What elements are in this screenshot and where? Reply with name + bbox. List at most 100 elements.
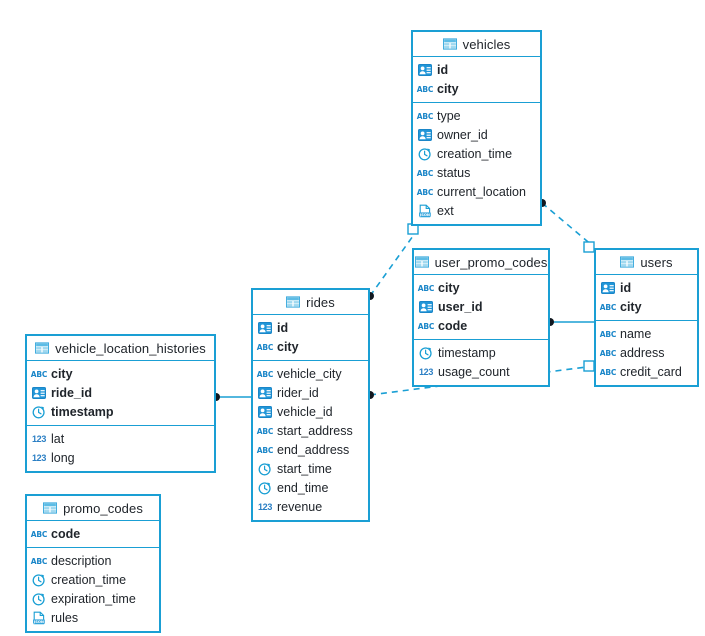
abc-icon: ABC xyxy=(30,529,48,539)
column-row[interactable]: id xyxy=(253,318,368,337)
abc-icon: ABC xyxy=(256,426,274,436)
table-icon xyxy=(286,295,301,309)
column-row[interactable]: creation_time xyxy=(27,570,159,589)
column-name: start_address xyxy=(277,423,353,438)
relationship-vehicle_location_histories-rides xyxy=(212,393,251,401)
table-title-bar[interactable]: rides xyxy=(253,290,368,315)
column-row[interactable]: start_time xyxy=(253,459,368,478)
column-row[interactable]: expiration_time xyxy=(27,589,159,608)
edge-target-square-marker xyxy=(583,360,595,372)
id-card-icon xyxy=(32,386,46,400)
table-title-bar[interactable]: vehicle_location_histories xyxy=(27,336,214,361)
id-card-icon xyxy=(258,321,272,335)
column-row[interactable]: rider_id xyxy=(253,383,368,402)
column-name: status xyxy=(437,165,471,180)
table-icon xyxy=(620,255,635,269)
column-name: city xyxy=(437,81,459,96)
abc-icon: ABC xyxy=(599,348,617,358)
table-title-bar[interactable]: vehicles xyxy=(413,32,540,57)
table-icon xyxy=(43,501,58,515)
column-row[interactable]: end_time xyxy=(253,478,368,497)
edge-target-square-marker xyxy=(583,241,595,253)
table-icon xyxy=(414,255,429,269)
table-title-bar[interactable]: user_promo_codes xyxy=(414,250,548,275)
table-title-bar[interactable]: users xyxy=(596,250,697,275)
column-name: lat xyxy=(51,431,65,446)
clock-icon xyxy=(258,462,272,476)
column-row[interactable]: creation_time xyxy=(413,144,540,163)
id-card-icon xyxy=(601,281,615,295)
column-name: ride_id xyxy=(51,385,92,400)
column-row[interactable]: timestamp xyxy=(27,402,214,421)
column-name: id xyxy=(437,62,449,77)
table-title-bar[interactable]: promo_codes xyxy=(27,496,159,521)
column-row[interactable]: id xyxy=(596,278,697,297)
abc-icon: ABC xyxy=(599,329,617,339)
abc-icon: ABC xyxy=(256,369,274,379)
column-row[interactable]: user_id xyxy=(414,297,548,316)
column-name: end_time xyxy=(277,480,329,495)
column-row[interactable]: owner_id xyxy=(413,125,540,144)
edge-line xyxy=(541,202,595,248)
column-name: code xyxy=(438,318,468,333)
table-name: vehicles xyxy=(462,36,511,52)
column-name: type xyxy=(437,108,461,123)
abc-icon: ABC xyxy=(256,445,274,455)
abc-icon: ABC xyxy=(416,168,434,178)
table-icon xyxy=(35,341,50,355)
column-row[interactable]: vehicle_id xyxy=(253,402,368,421)
id-card-icon xyxy=(418,128,432,142)
column-name: description xyxy=(51,553,112,568)
column-name: code xyxy=(51,526,81,541)
column-row[interactable]: id xyxy=(413,60,540,79)
column-row[interactable]: timestamp xyxy=(414,343,548,362)
table-name: promo_codes xyxy=(63,500,143,516)
column-name: city xyxy=(620,299,642,314)
column-name: start_time xyxy=(277,461,332,476)
relationship-vehicles-users xyxy=(538,199,595,253)
column-row[interactable]: ride_id xyxy=(27,383,214,402)
column-name: user_id xyxy=(438,299,483,314)
column-name: expiration_time xyxy=(51,591,136,606)
column-name: long xyxy=(51,450,75,465)
